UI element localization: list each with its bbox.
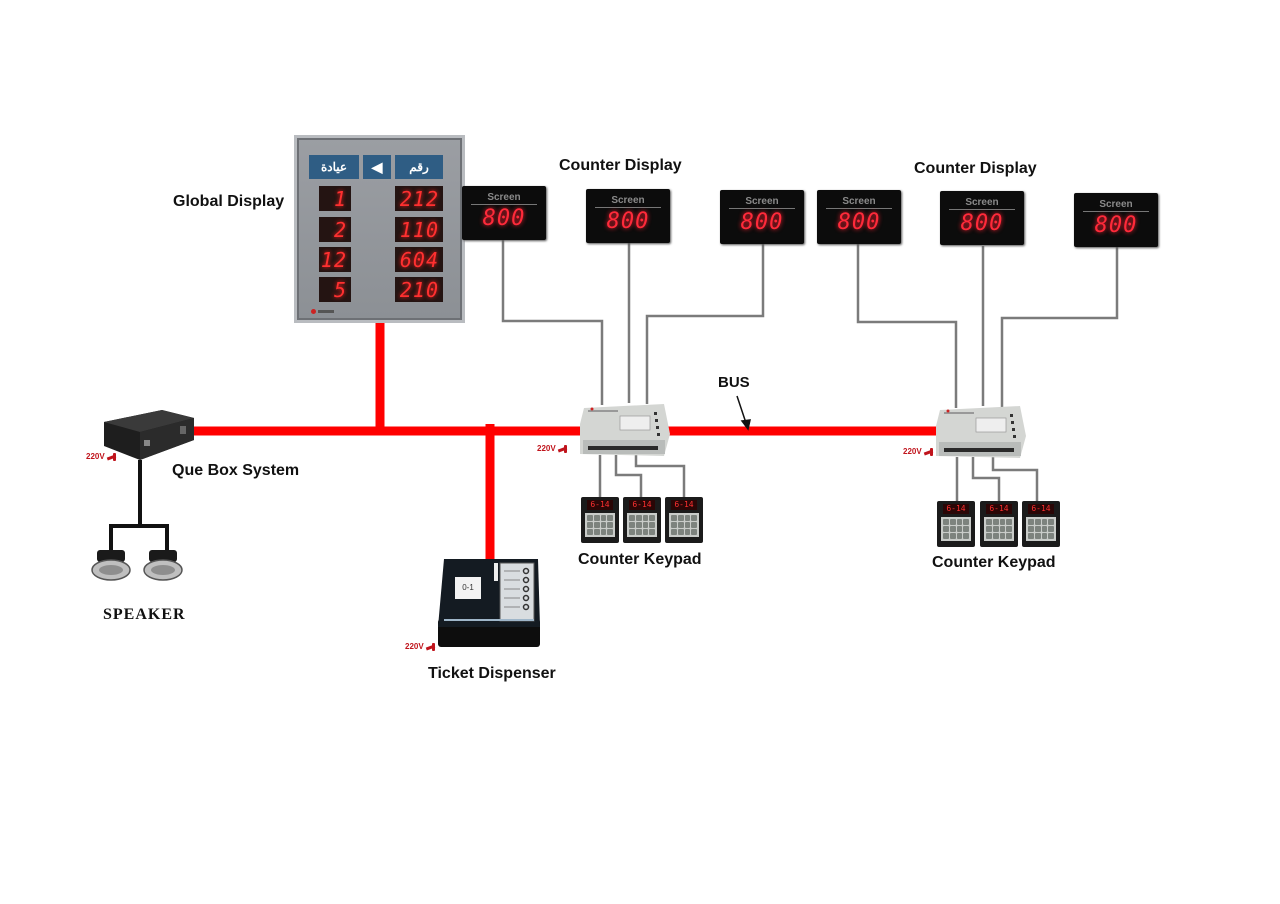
power-text: 220V [405, 642, 424, 651]
counter-keypad-2: 6-14 [623, 497, 661, 543]
global-counter-cell: 5 [319, 277, 351, 302]
wire-keypad-2 [614, 455, 643, 497]
counter-display-caption: Screen [1099, 199, 1133, 210]
counter-display-caption: Screen [842, 196, 876, 207]
global-ticket-cell: 212 [395, 186, 443, 211]
counter-controller-2-device [936, 406, 1026, 458]
ticket-dispenser-screen: 0-1 [462, 583, 474, 592]
power-label-controller-2: 220V [903, 447, 936, 456]
bus-lines [192, 317, 938, 562]
power-text: 220V [537, 444, 556, 453]
wire-display-6 [1000, 247, 1119, 407]
power-text: 220V [86, 452, 105, 461]
counter-keypad-4: 6-14 [937, 501, 975, 547]
power-plug-icon [924, 447, 936, 456]
counter-display-4: Screen 800 [817, 190, 901, 244]
keypad-display: 6-14 [629, 500, 655, 510]
keypad-keys [941, 517, 971, 541]
counter-display-1: Screen 800 [462, 186, 546, 240]
global-ticket-cell: 210 [395, 277, 443, 302]
counter-keypad-3: 6-14 [665, 497, 703, 543]
keypad-keys [984, 517, 1014, 541]
counter-display-label-2: Counter Display [914, 160, 1037, 177]
keypad-keys [1026, 517, 1056, 541]
wire-display-4 [856, 243, 958, 408]
counter-display-caption: Screen [965, 197, 999, 208]
audio-wires [109, 460, 169, 552]
global-counter-cell: 1 [319, 186, 351, 211]
power-plug-icon [426, 642, 438, 651]
counter-display-6: Screen 800 [1074, 193, 1158, 247]
global-header-number: رقم [395, 155, 443, 179]
counter-display-caption: Screen [745, 196, 779, 207]
power-plug-icon [107, 452, 119, 461]
counter-display-value: 800 [837, 210, 881, 235]
keypad-display: 6-14 [1028, 504, 1054, 514]
wire-keypad-5 [971, 457, 1001, 501]
global-display-label: Global Display [173, 193, 285, 210]
ticket-dispenser-device [438, 559, 540, 647]
counter-display-value: 800 [482, 206, 526, 231]
keypad-keys [627, 513, 657, 537]
counter-keypad-label-1: Counter Keypad [578, 551, 702, 568]
counter-display-value: 800 [1094, 213, 1138, 238]
keypad-display: 6-14 [986, 504, 1012, 514]
counter-display-caption: Screen [487, 192, 521, 203]
counter-controller-1-device [580, 404, 670, 456]
audio-split [109, 524, 169, 552]
ticket-dispenser-label: Ticket Dispenser [428, 665, 556, 682]
signal-wires-group-2 [856, 243, 1119, 501]
counter-keypad-label-2: Counter Keypad [932, 554, 1056, 571]
keypad-display: 6-14 [943, 504, 969, 514]
counter-display-value: 800 [606, 209, 650, 234]
counter-display-3: Screen 800 [720, 190, 804, 244]
que-box-device [104, 410, 194, 460]
bus-arrowhead [740, 419, 751, 431]
power-label-controller-1: 220V [537, 444, 570, 453]
global-ticket-cell: 604 [395, 247, 443, 272]
counter-display-label-1: Counter Display [559, 157, 682, 174]
power-label-ticket-dispenser: 220V [405, 642, 438, 651]
global-counter-cell: 12 [319, 247, 351, 272]
power-label-que-box: 220V [86, 452, 119, 461]
counter-display-5: Screen 800 [940, 191, 1024, 245]
wire-keypad-6 [991, 457, 1039, 501]
speaker-left-device [91, 550, 131, 581]
counter-keypad-6: 6-14 [1022, 501, 1060, 547]
global-counter-cell: 2 [319, 217, 351, 242]
signal-wires-group-1 [501, 240, 765, 497]
wire-display-1 [501, 240, 604, 405]
keypad-display: 6-14 [587, 500, 613, 510]
speaker-right-device [143, 550, 183, 581]
power-plug-icon [558, 444, 570, 453]
counter-display-value: 800 [740, 210, 784, 235]
counter-display-2: Screen 800 [586, 189, 670, 243]
keypad-keys [669, 513, 699, 537]
counter-display-caption: Screen [611, 195, 645, 206]
power-text: 220V [903, 447, 922, 456]
bus-label: BUS [718, 374, 750, 391]
wire-display-3 [645, 244, 765, 404]
keypad-keys [585, 513, 615, 537]
global-header-clinic: عيادة [309, 155, 359, 179]
speaker-label: SPEAKER [103, 606, 186, 623]
counter-display-value: 800 [960, 211, 1004, 236]
keypad-display: 6-14 [671, 500, 697, 510]
bus-arrow [736, 395, 751, 431]
global-display: عيادة ◀ رقم 1 212 2 110 12 604 5 210 [294, 135, 465, 323]
que-box-label: Que Box System [172, 462, 300, 479]
manufacturer-logo-icon [311, 308, 335, 314]
global-header-arrow-icon: ◀ [363, 155, 391, 179]
global-ticket-cell: 110 [395, 217, 443, 242]
counter-keypad-1: 6-14 [581, 497, 619, 543]
wire-keypad-3 [634, 455, 686, 497]
counter-keypad-5: 6-14 [980, 501, 1018, 547]
